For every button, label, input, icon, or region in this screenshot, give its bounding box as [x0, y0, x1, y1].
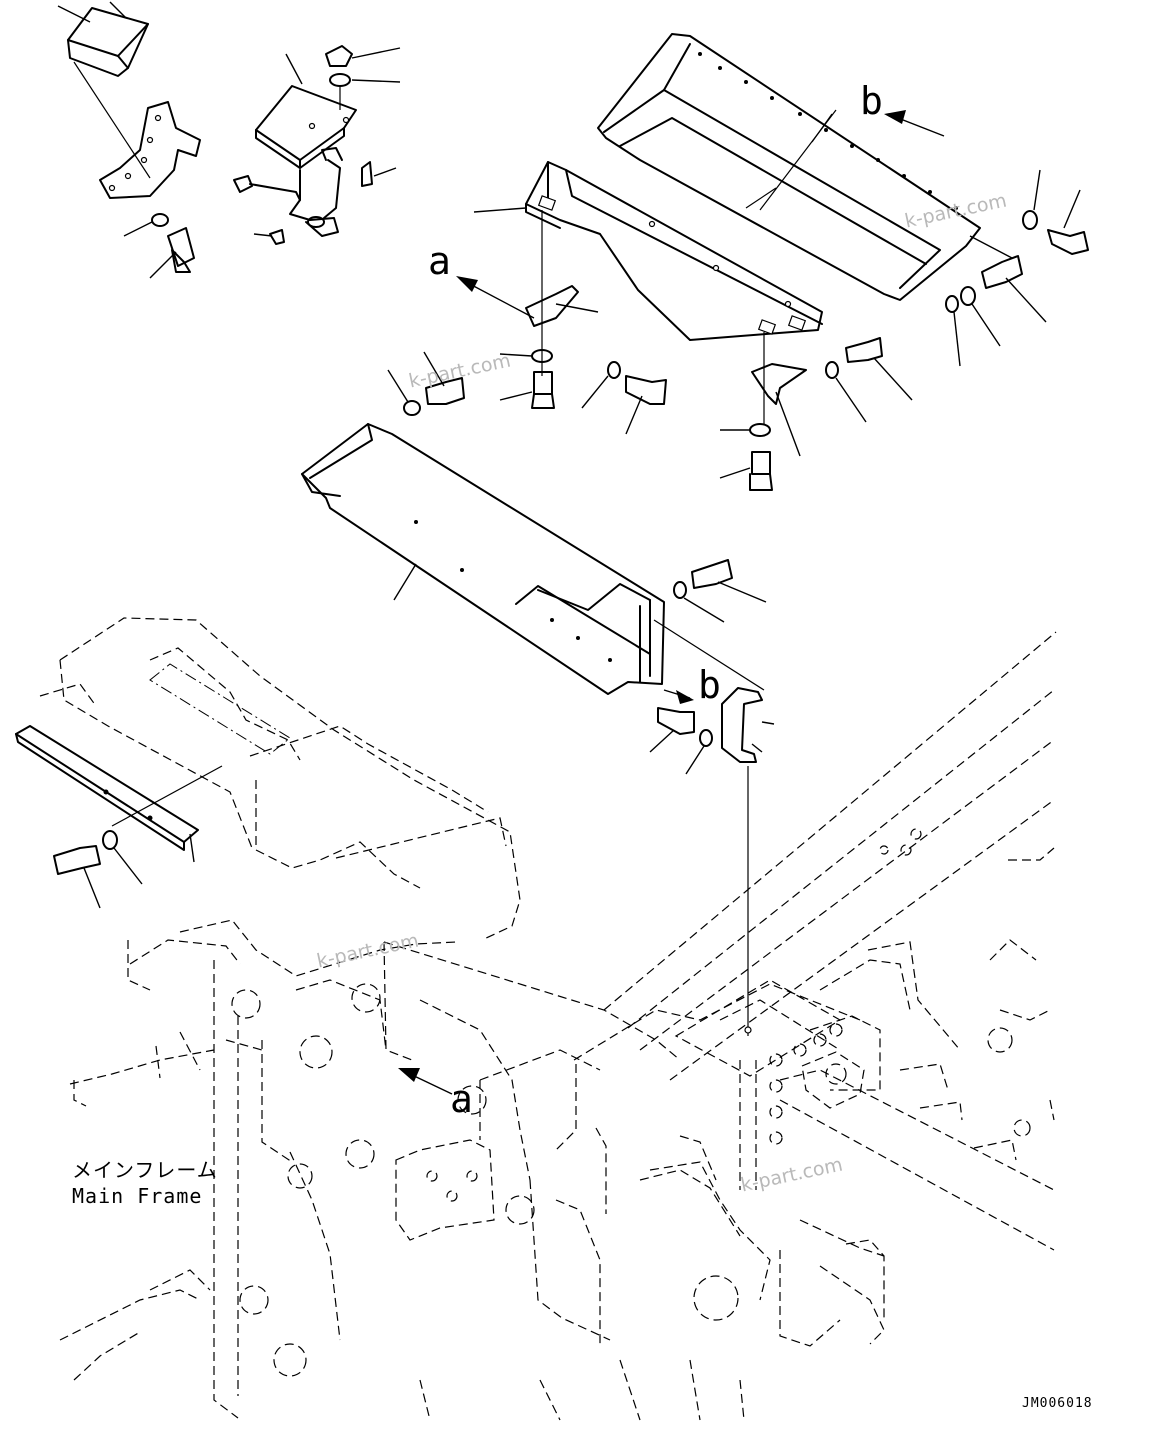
direction-arrow-b-lower	[663, 689, 694, 704]
ref-letter-b-upper: b	[860, 79, 883, 123]
main-frame-plate	[674, 979, 865, 1109]
bolt-washer-clip	[649, 707, 713, 775]
main-frame-bolt-row	[426, 1023, 843, 1202]
angle-bar-part	[15, 725, 223, 863]
ref-letter-a-upper: a	[428, 239, 451, 283]
main-frame-label-en: Main Frame	[72, 1184, 203, 1208]
cover-plate-part	[255, 53, 357, 169]
upper-tray-part	[597, 33, 1013, 301]
direction-arrow-a-lower	[398, 1068, 453, 1095]
direction-arrow-a-upper	[456, 276, 535, 319]
direction-arrow-b-upper	[884, 110, 945, 137]
main-frame-outline	[39, 617, 1057, 1421]
hose-fitting-part	[233, 147, 397, 245]
nut-washer-top	[325, 45, 401, 110]
main-frame-label-jp: メインフレーム	[72, 1158, 218, 1182]
bolt-set-right	[945, 169, 1089, 367]
corner-cover-part	[57, 1, 149, 77]
washer-and-bolt-left	[123, 213, 195, 279]
ref-letter-b-lower: b	[698, 663, 721, 707]
lower-long-guard-panel	[301, 423, 665, 695]
bolt-washer-left-lower	[53, 830, 143, 909]
bolt-set-middle	[387, 337, 913, 491]
ref-letter-a-lower: a	[450, 1077, 473, 1121]
right-small-bracket	[720, 332, 807, 457]
middle-guard-panel	[473, 161, 823, 341]
main-frame-holes	[231, 828, 1031, 1377]
u-clip-part	[721, 687, 775, 1036]
drawing-code: JM006018	[1022, 1396, 1093, 1411]
left-small-bracket	[499, 210, 599, 376]
bolt-set-lower-panel	[653, 559, 767, 691]
mounting-bracket-part	[73, 61, 201, 199]
